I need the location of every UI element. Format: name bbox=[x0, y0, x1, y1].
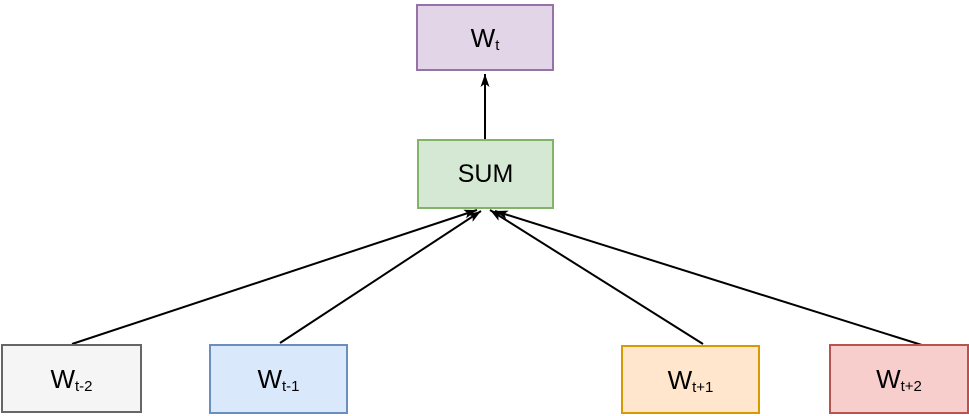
node-context-word-label: Wt-2 bbox=[50, 363, 93, 395]
arrow-wt-plus1-to-sum bbox=[489, 209, 704, 345]
arrow-wt-minus1-to-sum bbox=[279, 210, 482, 344]
node-context-word-label: Wt+1 bbox=[667, 364, 714, 396]
node-context-word-label: Wt+2 bbox=[876, 364, 922, 395]
node-context-word-wt-minus2: Wt-2 bbox=[1, 344, 142, 413]
node-context-word-wt-minus1: Wt-1 bbox=[209, 344, 348, 414]
node-context-word-wt-plus2: Wt+2 bbox=[829, 344, 969, 414]
node-center-word-wt: Wt bbox=[416, 4, 554, 71]
node-center-word-label: Wt bbox=[470, 22, 500, 54]
node-context-word-label: Wt-1 bbox=[257, 364, 300, 395]
arrow-wt-minus2-to-sum bbox=[71, 209, 478, 345]
arrow-wt-plus2-to-sum bbox=[494, 210, 926, 347]
node-sum: SUM bbox=[417, 139, 554, 209]
node-sum-label: SUM bbox=[457, 159, 514, 188]
node-context-word-wt-plus1: Wt+1 bbox=[621, 345, 760, 414]
